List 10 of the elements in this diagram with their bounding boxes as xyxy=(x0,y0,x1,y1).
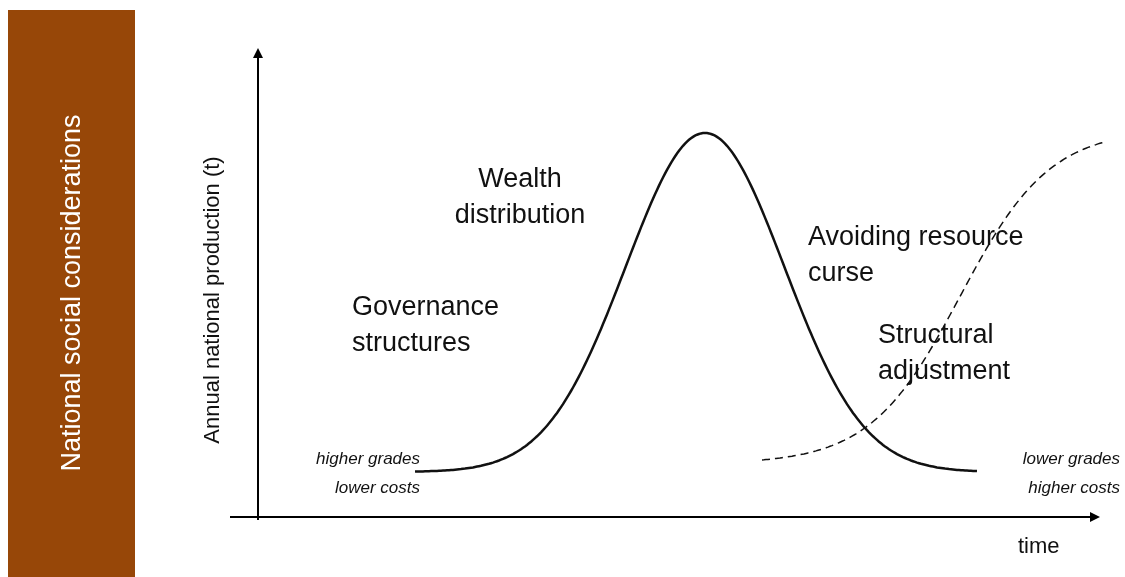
stage-label: Wealth distribution xyxy=(453,162,587,231)
axis-title: Annual national production (t) xyxy=(198,155,225,446)
stage-label: Avoiding resource curse xyxy=(808,220,1025,289)
stage-label: Governance structures xyxy=(352,290,501,359)
stage-label: Structural adjustment xyxy=(878,318,1012,387)
side-band xyxy=(8,10,135,577)
note-text: higher grades lower costs xyxy=(315,448,420,499)
axis-title: time xyxy=(1018,532,1061,560)
note-text: lower grades higher costs xyxy=(1021,448,1120,499)
band-title: National social considerations xyxy=(55,113,87,474)
